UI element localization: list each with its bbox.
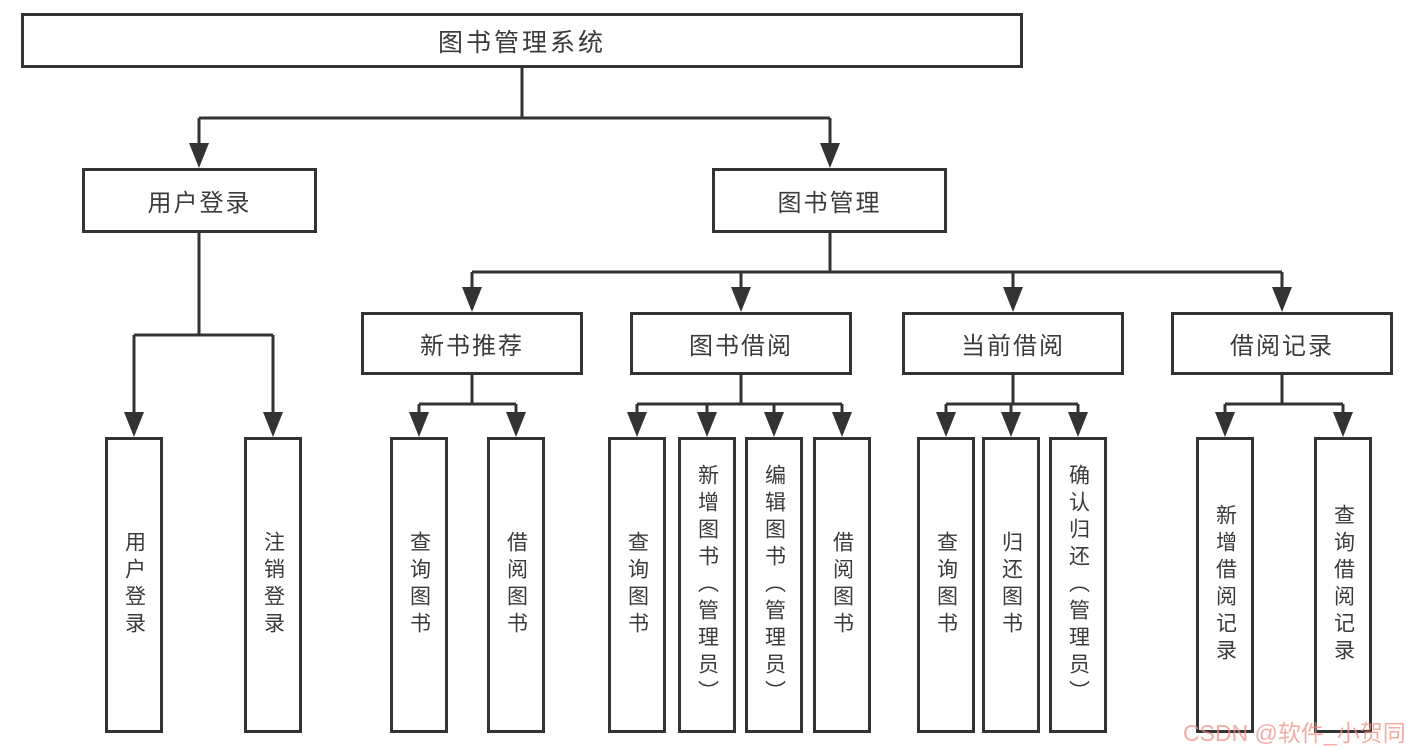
leaf-user-login: 用户登录 — [105, 437, 163, 733]
leaf-logout: 注销登录 — [244, 437, 302, 733]
node-new-book-recommend: 新书推荐 — [361, 312, 583, 375]
leaf-return-books: 归还图书 — [982, 437, 1040, 733]
leaf-label: 借阅图书 — [830, 531, 854, 639]
node-borrow-records: 借阅记录 — [1171, 312, 1393, 375]
leaf-query-books-borrow: 查询图书 — [608, 437, 666, 733]
leaf-edit-books-admin: 编辑图书（管理员） — [745, 437, 803, 733]
leaf-add-books-admin: 新增图书（管理员） — [678, 437, 736, 733]
leaf-label: 查询图书 — [625, 531, 649, 639]
leaf-label: 用户登录 — [122, 531, 146, 639]
leaf-label: 新增图书（管理员） — [695, 463, 719, 707]
leaf-confirm-return-admin: 确认归还（管理员） — [1049, 437, 1107, 733]
node-root-system: 图书管理系统 — [21, 13, 1023, 68]
leaf-label: 注销登录 — [261, 531, 285, 639]
leaf-label: 查询图书 — [934, 531, 958, 639]
leaf-query-books-current: 查询图书 — [917, 437, 975, 733]
leaf-label: 借阅图书 — [504, 531, 528, 639]
node-book-management: 图书管理 — [712, 168, 947, 233]
leaf-add-borrow-record: 新增借阅记录 — [1196, 437, 1254, 733]
leaf-label: 编辑图书（管理员） — [762, 463, 786, 707]
node-book-borrow: 图书借阅 — [630, 312, 852, 375]
leaf-label: 查询图书 — [407, 531, 431, 639]
leaf-label: 确认归还（管理员） — [1066, 463, 1090, 707]
node-user-login: 用户登录 — [82, 168, 317, 233]
leaf-label: 查询借阅记录 — [1331, 504, 1355, 666]
leaf-label: 新增借阅记录 — [1213, 504, 1237, 666]
leaf-label: 归还图书 — [999, 531, 1023, 639]
leaf-borrow-books-recommend: 借阅图书 — [487, 437, 545, 733]
csdn-watermark: CSDN @软件_小贺同学 — [1183, 720, 1405, 746]
leaf-query-books-recommend: 查询图书 — [390, 437, 448, 733]
node-current-borrow: 当前借阅 — [902, 312, 1124, 375]
leaf-borrow-books-borrow: 借阅图书 — [813, 437, 871, 733]
leaf-query-borrow-record: 查询借阅记录 — [1314, 437, 1372, 733]
